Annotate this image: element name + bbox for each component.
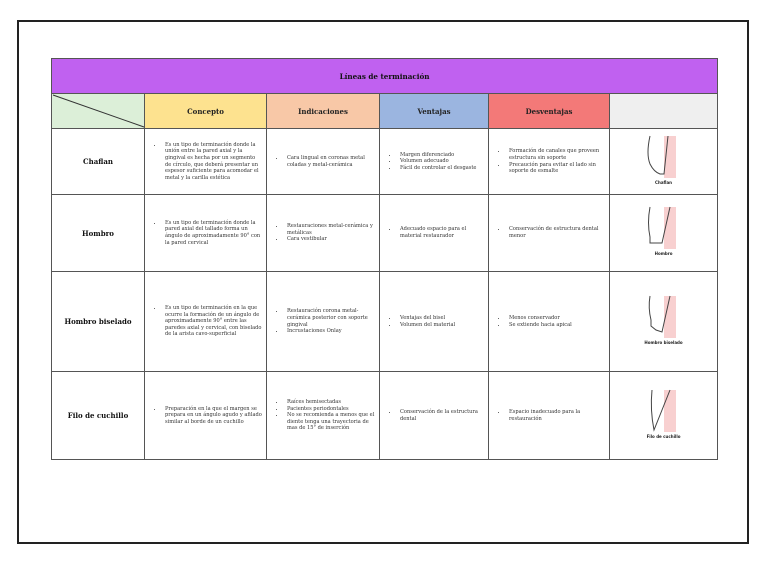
list-item: Adecuado espacio para el material restau… xyxy=(398,226,484,239)
desventajas-cell: Conservación de estructura dental menor xyxy=(488,194,610,272)
tooth-profile-drawing xyxy=(647,135,676,178)
indicaciones-list: Restauraciones metal-cerámica y metálica… xyxy=(267,223,379,243)
tooth-profile-drawing xyxy=(650,389,676,432)
indicaciones-list: Cara lingual en coronas metal coladas y … xyxy=(267,155,379,168)
tooth-caption: Filo de cuchillo xyxy=(646,433,681,439)
tooth-preparation-diagram: Filo de cuchillo xyxy=(642,386,686,446)
list-item: Restauraciones metal-cerámica y metálica… xyxy=(285,223,375,236)
ventajas-list: Adecuado espacio para el material restau… xyxy=(380,226,488,239)
list-item: Espacio inadecuado para la restauración xyxy=(507,409,605,422)
header-row: Concepto Indicaciones Ventajas Desventaj… xyxy=(51,93,719,129)
image-cell: Hombro biselado xyxy=(608,271,719,372)
list-item: Conservación de estructura dental menor xyxy=(507,226,605,239)
concepto-list: Es un tipo de terminación en la que ocur… xyxy=(145,305,266,338)
list-item: Pacientes periodontales xyxy=(285,406,375,413)
concepto-list: Preparación en la que el margen se prepa… xyxy=(145,406,266,426)
image-cell: Chaflan xyxy=(608,128,719,195)
header-concepto: Concepto xyxy=(144,93,267,129)
concepto-list: Es un tipo de terminación donde la unión… xyxy=(145,142,266,182)
list-item: No se recomienda a menos que el diente t… xyxy=(285,412,375,432)
desventajas-list: Conservación de estructura dental menor xyxy=(489,226,609,239)
list-item: Margen diferenciado xyxy=(398,152,484,159)
header-desventajas: Desventajas xyxy=(488,93,610,129)
tooth-profile-drawing xyxy=(648,295,676,338)
termination-lines-table: Líneas de terminación Concepto Indicacio… xyxy=(50,58,719,460)
desventajas-list: Formación de canales que proveen estruct… xyxy=(489,148,609,174)
list-item: Cara lingual en coronas metal coladas y … xyxy=(285,155,375,168)
list-item: Es un tipo de terminación en la que ocur… xyxy=(163,305,262,338)
ventajas-list: Conservación de la estructura dental xyxy=(380,409,488,422)
list-item: Es un tipo de terminación donde la pared… xyxy=(163,220,262,246)
row-label: Hombro biselado xyxy=(51,271,145,372)
list-item: Es un tipo de terminación donde la unión… xyxy=(163,142,262,182)
concepto-cell: Es un tipo de terminación donde la pared… xyxy=(144,194,267,272)
desventajas-list: Menos conservadorSe extiende hacia apica… xyxy=(489,315,609,328)
tooth-preparation-diagram: Hombro biselado xyxy=(642,292,686,352)
list-item: Fácil de controlar el desgaste xyxy=(398,165,484,172)
image-cell: Hombro xyxy=(608,194,719,272)
table-row: Filo de cuchillo Preparación en la que el… xyxy=(51,371,719,460)
concepto-cell: Preparación en la que el margen se prepa… xyxy=(144,371,267,460)
concepto-list: Es un tipo de terminación donde la pared… xyxy=(145,220,266,246)
header-indicaciones: Indicaciones xyxy=(266,93,380,129)
indicaciones-list: Restauración corona metal-cerámica poste… xyxy=(267,308,379,334)
list-item: Restauración corona metal-cerámica poste… xyxy=(285,308,375,328)
desventajas-list: Espacio inadecuado para la restauración xyxy=(489,409,609,422)
list-item: Preparación en la que el margen se prepa… xyxy=(163,406,262,426)
desventajas-cell: Espacio inadecuado para la restauración xyxy=(488,371,610,460)
list-item: Ventajas del bisel xyxy=(398,315,484,322)
concepto-cell: Es un tipo de terminación en la que ocur… xyxy=(144,271,267,372)
diagonal-line xyxy=(52,94,145,128)
row-label: Filo de cuchillo xyxy=(51,371,145,460)
ventajas-cell: Margen diferenciadoVolumen adecuadoFácil… xyxy=(379,128,489,195)
tooth-caption: Chaflan xyxy=(655,179,673,185)
image-cell: Filo de cuchillo xyxy=(608,371,719,460)
concepto-cell: Es un tipo de terminación donde la unión… xyxy=(144,128,267,195)
indicaciones-list: Raíces hemisectadasPacientes periodontal… xyxy=(267,399,379,432)
list-item: Incrustaciones Onlay xyxy=(285,328,375,335)
tooth-profile-drawing xyxy=(647,206,676,249)
list-item: Volumen adecuado xyxy=(398,158,484,165)
table-row: Chaflan Es un tipo de terminación donde l… xyxy=(51,128,719,195)
indicaciones-cell: Restauración corona metal-cerámica poste… xyxy=(266,271,380,372)
list-item: Precaución para evitar el lado sin sopor… xyxy=(507,162,605,175)
indicaciones-cell: Cara lingual en coronas metal coladas y … xyxy=(266,128,380,195)
ventajas-list: Margen diferenciadoVolumen adecuadoFácil… xyxy=(380,152,488,172)
ventajas-list: Ventajas del biselVolumen del material xyxy=(380,315,488,328)
list-item: Formación de canales que proveen estruct… xyxy=(507,148,605,161)
list-item: Cara vestibular xyxy=(285,236,375,243)
indicaciones-cell: Raíces hemisectadasPacientes periodontal… xyxy=(266,371,380,460)
indicaciones-cell: Restauraciones metal-cerámica y metálica… xyxy=(266,194,380,272)
list-item: Raíces hemisectadas xyxy=(285,399,375,406)
diagonal-corner-cell xyxy=(51,93,145,129)
tooth-preparation-diagram: Chaflan xyxy=(642,132,686,192)
table-row: Hombro Es un tipo de terminación donde la… xyxy=(51,194,719,272)
desventajas-cell: Formación de canales que proveen estruct… xyxy=(488,128,610,195)
list-item: Menos conservador xyxy=(507,315,605,322)
header-image xyxy=(608,93,719,129)
ventajas-cell: Conservación de la estructura dental xyxy=(379,371,489,460)
tooth-caption: Hombro xyxy=(654,251,673,256)
row-label: Hombro xyxy=(51,194,145,272)
ventajas-cell: Adecuado espacio para el material restau… xyxy=(379,194,489,272)
header-ventajas: Ventajas xyxy=(379,93,489,129)
list-item: Volumen del material xyxy=(398,322,484,329)
list-item: Conservación de la estructura dental xyxy=(398,409,484,422)
table-row: Hombro biselado Es un tipo de terminación… xyxy=(51,271,719,372)
ventajas-cell: Ventajas del biselVolumen del material xyxy=(379,271,489,372)
tooth-caption: Hombro biselado xyxy=(644,339,683,345)
tooth-preparation-diagram: Hombro xyxy=(642,203,686,263)
list-item: Se extiende hacia apical xyxy=(507,322,605,329)
row-label: Chaflan xyxy=(51,128,145,195)
table-title: Líneas de terminación xyxy=(50,58,719,94)
desventajas-cell: Menos conservadorSe extiende hacia apica… xyxy=(488,271,610,372)
